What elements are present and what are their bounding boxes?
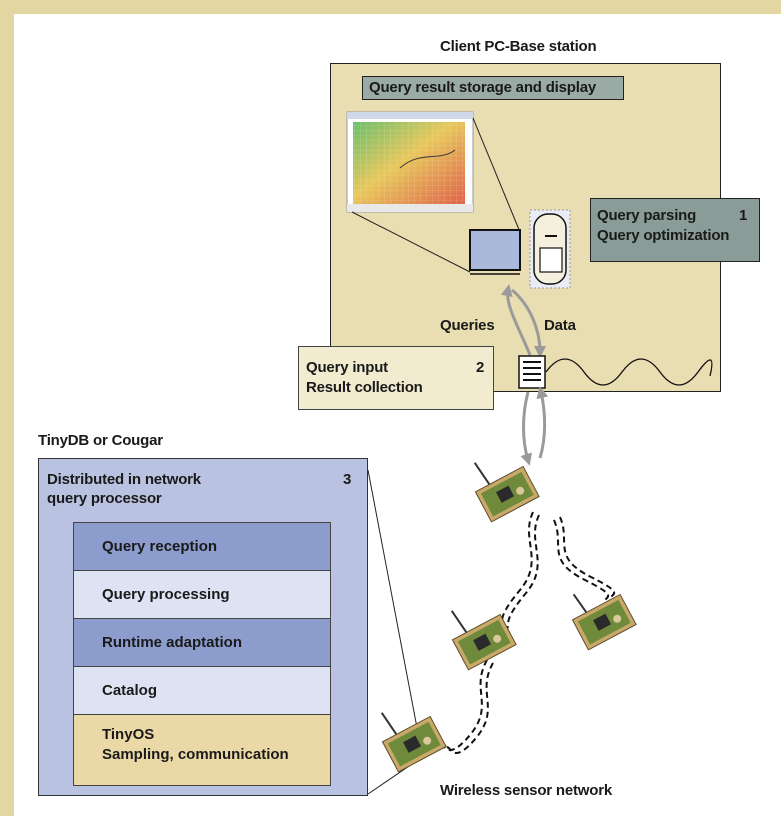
query-parsing-box: Query parsing Query optimization 1 (590, 198, 760, 262)
layer-tinyos: TinyOS Sampling, communication (74, 715, 330, 785)
query-input-label: Query input (306, 359, 388, 376)
layer-runtime-adaptation: Runtime adaptation (74, 619, 330, 667)
processor-title-line1: Distributed in network (47, 471, 201, 488)
result-collection-label: Result collection (306, 379, 423, 396)
tinyos-sub-label: Sampling, communication (102, 746, 289, 763)
step-number-2: 2 (476, 359, 485, 376)
query-parsing-label: Query parsing (597, 207, 697, 224)
layer-catalog: Catalog (74, 667, 330, 715)
layer-query-processing: Query processing (74, 571, 330, 619)
storage-display-label: Query result storage and display (369, 79, 597, 96)
storage-display-box: Query result storage and display (362, 76, 624, 100)
step-number-3: 3 (343, 471, 352, 488)
processor-layer-stack: Query reception Query processing Runtime… (73, 522, 331, 786)
tinyos-label: TinyOS (102, 726, 155, 743)
tinydb-heading: TinyDB or Cougar (38, 432, 163, 449)
base-station-title: Client PC-Base station (440, 38, 597, 55)
query-optimization-label: Query optimization (597, 227, 730, 244)
layer-query-reception: Query reception (74, 523, 330, 571)
data-label: Data (544, 317, 576, 334)
processor-title-line2: query processor (47, 490, 162, 507)
query-input-box: Query input Result collection 2 (298, 346, 494, 410)
wireless-sensor-network-label: Wireless sensor network (440, 782, 613, 799)
step-number-1: 1 (739, 207, 748, 224)
queries-label: Queries (440, 317, 495, 334)
